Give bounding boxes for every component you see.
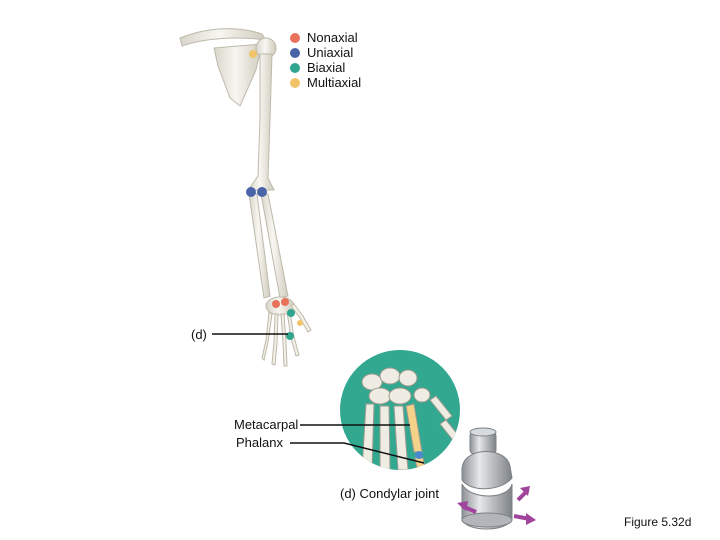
joint-type-legend: Nonaxial Uniaxial Biaxial Multiaxial [290, 30, 361, 90]
legend-label: Biaxial [307, 60, 346, 75]
legend-label: Nonaxial [307, 30, 358, 45]
wrist-nonaxial-marker-1 [272, 300, 280, 308]
inset-closeup [340, 350, 460, 470]
figure-number: Figure 5.32d [624, 515, 692, 529]
nonaxial-dot [290, 32, 300, 43]
condylar-joint-model [461, 427, 513, 530]
legend-item-uniaxial: Uniaxial [290, 45, 361, 60]
phalanx-label: Phalanx [236, 435, 283, 450]
legend-label: Uniaxial [307, 45, 354, 60]
joint-markers [246, 50, 303, 340]
joint-caption: (d) Condylar joint [340, 486, 439, 501]
motion-arrows [457, 486, 536, 525]
legend-item-nonaxial: Nonaxial [290, 30, 361, 45]
uniaxial-dot [290, 47, 300, 58]
panel-marker-label: (d) [191, 327, 207, 342]
wrist-biaxial-marker [287, 309, 295, 317]
highlighted-metacarpal [405, 403, 423, 453]
multiaxial-dot [290, 77, 300, 88]
shoulder-joint-marker [249, 50, 257, 58]
phalanx-leader-line [290, 442, 425, 464]
humerus [247, 53, 275, 191]
legend-label: Multiaxial [307, 75, 362, 90]
knuckle-biaxial-marker [286, 332, 294, 340]
wrist-nonaxial-marker-2 [281, 298, 289, 306]
legend-item-biaxial: Biaxial [290, 60, 361, 75]
thumb-joint-marker [297, 320, 303, 326]
metacarpal-label: Metacarpal [234, 417, 299, 432]
biaxial-dot [290, 62, 300, 73]
elbow-joint-marker-1 [246, 187, 256, 197]
elbow-joint-marker-2 [257, 187, 267, 197]
clavicle [179, 28, 268, 47]
legend-item-multiaxial: Multiaxial [290, 75, 361, 90]
hand-bones [261, 303, 312, 367]
